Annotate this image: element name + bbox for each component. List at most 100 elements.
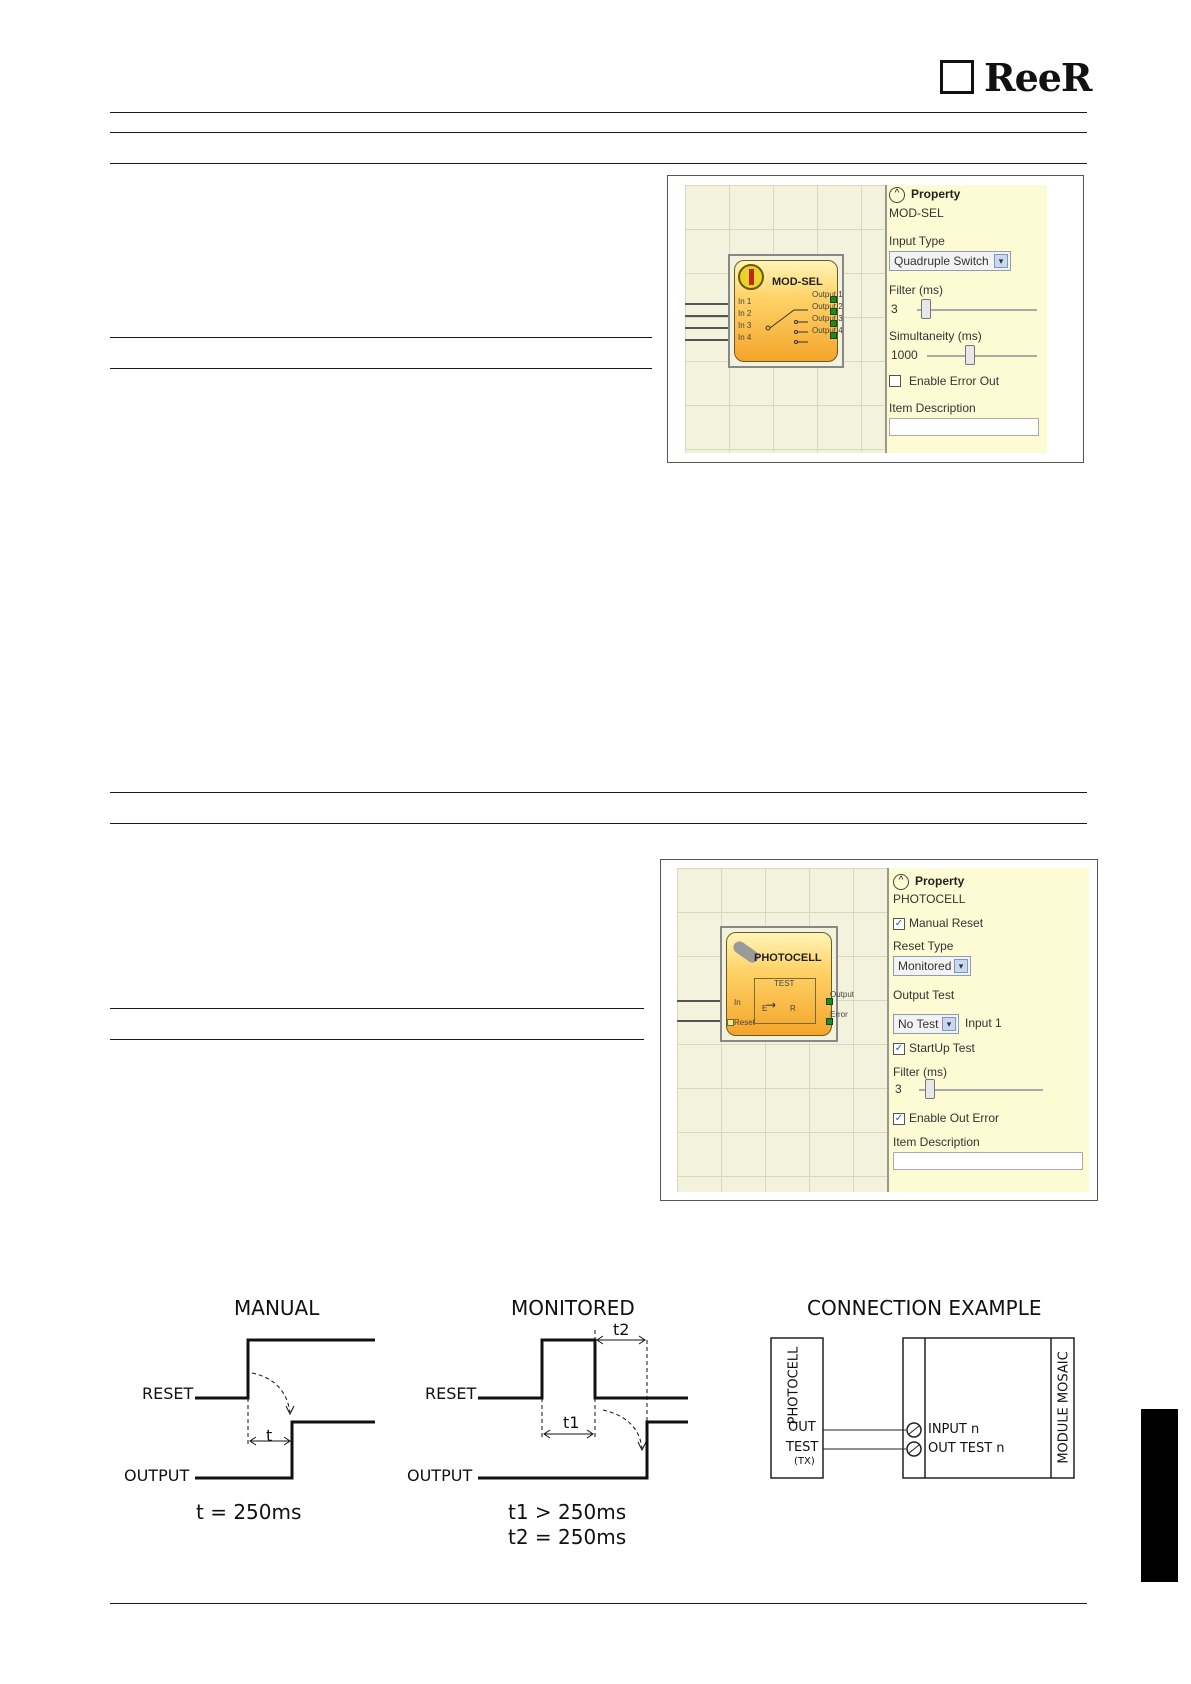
filter-slider-thumb[interactable] [925, 1079, 935, 1099]
reset-type-select[interactable]: Monitored ▾ [893, 956, 971, 976]
startup-test-checkbox[interactable]: ✓ [893, 1043, 905, 1055]
reset-port[interactable] [727, 1019, 734, 1026]
output-pin-3: Output 3 [812, 314, 843, 323]
wire [677, 1020, 727, 1022]
filter-label: Filter (ms) [893, 1065, 947, 1079]
monitored-formula-2: t2 = 250ms [508, 1525, 627, 1549]
modsel-block-body [734, 260, 838, 362]
manual-reset-signal-label: RESET [142, 1384, 194, 1403]
simultaneity-slider-thumb[interactable] [965, 345, 975, 365]
photocell-block-title: PHOTOCELL [754, 952, 822, 964]
selector-schematic-icon [765, 309, 808, 344]
output-pin-2: Output 2 [812, 302, 843, 311]
output-port-2[interactable] [830, 308, 837, 315]
property-header: Property [915, 874, 965, 888]
brand-name: ReeR [984, 55, 1093, 100]
simultaneity-label: Simultaneity (ms) [889, 329, 982, 343]
output-port[interactable] [826, 998, 833, 1005]
section-rule [110, 1039, 644, 1040]
enable-out-error-checkbox[interactable]: ✓ [893, 1113, 905, 1125]
filter-slider-track [919, 1089, 1043, 1091]
photocell-block[interactable]: PHOTOCELL TEST E R → In Reset Output Err… [720, 926, 854, 1042]
monitored-diagram [478, 1330, 688, 1480]
output-test-label: Output Test [893, 988, 955, 1002]
item-description-input[interactable] [893, 1152, 1083, 1170]
manual-output-signal-label: OUTPUT [124, 1466, 190, 1485]
monitored-formula-1: t1 > 250ms [508, 1500, 627, 1524]
collapse-icon[interactable]: ^ [889, 187, 905, 203]
filter-slider-thumb[interactable] [921, 299, 931, 319]
output-pin-1: Output 1 [812, 290, 843, 299]
photocell-screenshot: PHOTOCELL TEST E R → In Reset Output Err… [660, 859, 1098, 1201]
input-pin-1: In 1 [738, 297, 752, 306]
manual-reset-checkbox[interactable]: ✓ [893, 918, 905, 930]
arrow-right-icon: → [766, 998, 777, 1012]
input-type-label: Input Type [889, 234, 945, 248]
logo-mark-icon [940, 60, 974, 94]
filter-slider-track [917, 309, 1037, 311]
manual-reset-label: Manual Reset [909, 916, 984, 930]
chevron-down-icon: ▾ [942, 1017, 956, 1031]
property-name: PHOTOCELL [893, 892, 966, 906]
modsel-block[interactable]: MOD-SEL In 1 In 2 In 3 In 4 Output 1 Out… [728, 254, 844, 368]
monitored-t2-label: t2 [613, 1320, 630, 1339]
input-pin-4: In 4 [738, 333, 752, 342]
section-rule [110, 792, 1087, 793]
connection-title: CONNECTION EXAMPLE [807, 1296, 1042, 1320]
wire [685, 303, 740, 305]
manual-title: MANUAL [234, 1296, 320, 1320]
manual-formula: t = 250ms [196, 1500, 302, 1524]
filter-value: 3 [895, 1082, 902, 1096]
output-port-4[interactable] [830, 332, 837, 339]
input-type-select[interactable]: Quadruple Switch ▾ [889, 251, 1011, 271]
section-rule [110, 1008, 644, 1009]
test-label: TEST [774, 979, 795, 988]
simultaneity-slider-track [927, 355, 1037, 357]
footer-rule [110, 1603, 1087, 1604]
item-description-label: Item Description [889, 401, 976, 415]
modsel-block-title: MOD-SEL [772, 276, 823, 288]
filter-value: 3 [891, 302, 898, 316]
wire [685, 327, 740, 329]
chevron-down-icon: ▾ [954, 959, 968, 973]
header-rule [110, 112, 1087, 113]
section-rule [110, 163, 1087, 164]
item-description-input[interactable] [889, 418, 1039, 436]
input-pin-reset: Reset [734, 1018, 755, 1027]
chapter-tab [1141, 1409, 1178, 1582]
input-type-value: Quadruple Switch [894, 254, 989, 268]
test-frame [754, 978, 816, 1024]
property-panel: ^ Property PHOTOCELL ✓ Manual Reset Rese… [887, 868, 1089, 1192]
output-pin-4: Output 4 [812, 326, 843, 335]
selector-switch-icon [738, 264, 764, 290]
section-rule [110, 823, 1087, 824]
error-port[interactable] [826, 1018, 833, 1025]
property-header: Property [911, 187, 961, 201]
chevron-down-icon: ▾ [994, 254, 1008, 268]
section-rule [110, 337, 652, 338]
wire [685, 339, 740, 341]
output-pin: Output [830, 990, 855, 999]
section-rule [110, 368, 652, 369]
connection-photocell-label: PHOTOCELL [786, 1346, 802, 1425]
connection-out-test-n-label: OUT TEST n [928, 1441, 1005, 1456]
collapse-icon[interactable]: ^ [893, 874, 909, 890]
input-pin-2: In 2 [738, 309, 752, 318]
output-port-3[interactable] [830, 320, 837, 327]
enable-error-out-checkbox[interactable] [889, 375, 901, 387]
enable-error-out-label: Enable Error Out [909, 374, 1000, 388]
simultaneity-value: 1000 [891, 348, 918, 362]
reset-type-label: Reset Type [893, 939, 954, 953]
connection-module-label: MODULE MOSAIC [1056, 1351, 1072, 1464]
modsel-screenshot: MOD-SEL In 1 In 2 In 3 In 4 Output 1 Out… [667, 175, 1084, 463]
connection-diagram [770, 1337, 1075, 1479]
property-name: MOD-SEL [889, 206, 944, 220]
output-test-select[interactable]: No Test ▾ [893, 1014, 959, 1034]
output-test-value: No Test [898, 1017, 939, 1031]
manual-t-label: t [266, 1426, 273, 1445]
output-port-1[interactable] [830, 296, 837, 303]
startup-test-label: StartUp Test [909, 1041, 975, 1055]
brand-logo: ReeR [940, 56, 1093, 100]
connection-out-label: OUT [788, 1420, 816, 1435]
connection-test-label: TEST [786, 1440, 819, 1455]
